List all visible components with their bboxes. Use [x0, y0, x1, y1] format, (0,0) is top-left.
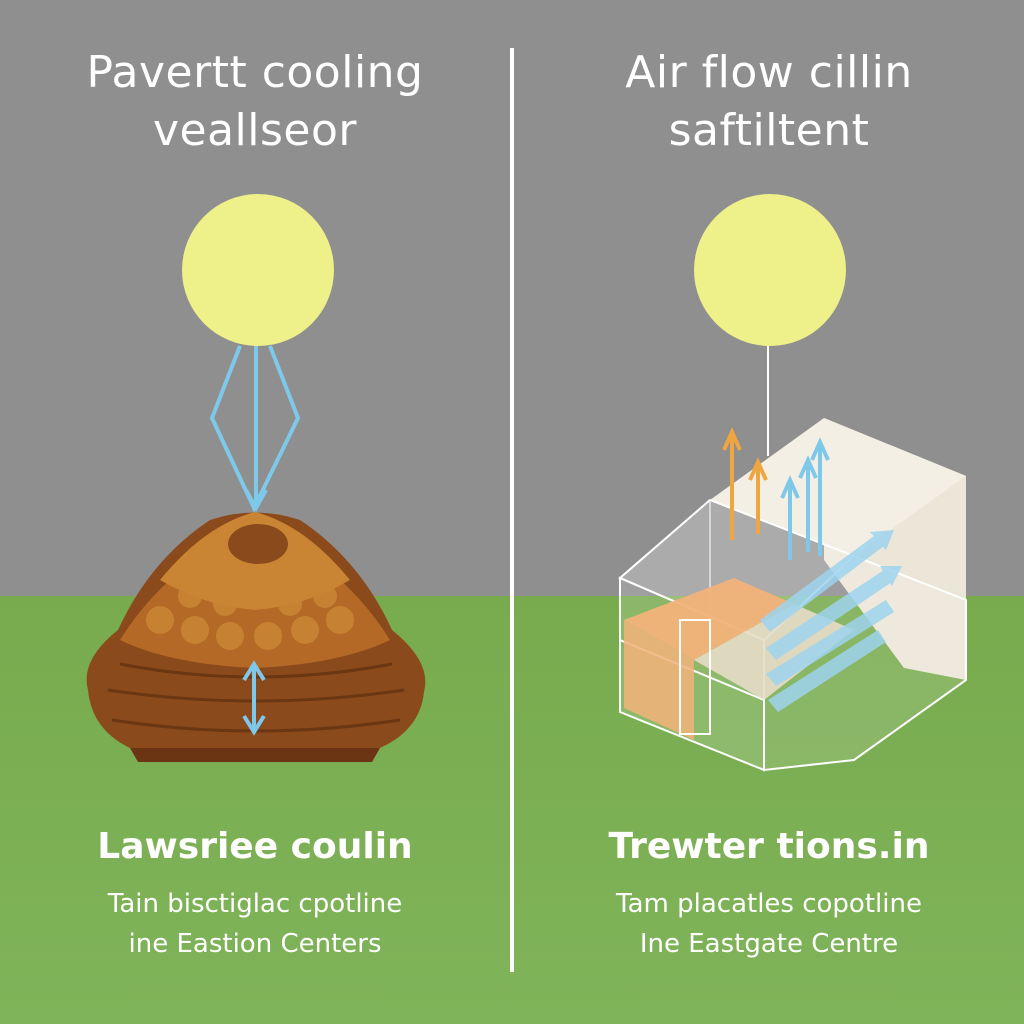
sun-icon: [182, 194, 334, 346]
left-panel: Pavertt cooling veallseor: [0, 0, 510, 1024]
building-box: [618, 418, 967, 772]
cool-air-arrows: [780, 437, 830, 560]
termite-mound-shape: [86, 512, 426, 762]
left-title: Pavertt cooling veallseor: [0, 44, 510, 160]
right-subtitle: Trewter tions.in: [608, 826, 930, 867]
left-title-line1: Pavertt cooling: [86, 47, 424, 98]
right-title-line2: saftiltent: [668, 105, 870, 156]
right-title: Air flow cillin saftiltent: [514, 44, 1024, 160]
left-caption-line2: ine Eastion Centers: [128, 929, 382, 959]
building-airflow-illustration: [618, 194, 967, 772]
right-panel: Air flow cillin saftiltent: [514, 0, 1024, 1024]
right-title-line1: Air flow cillin: [625, 47, 913, 98]
horizontal-airflow-arrows: [760, 530, 902, 712]
sun-ray-arrows: [209, 345, 301, 513]
left-caption: Tain bisctiglac cpotline ine Eastion Cen…: [0, 884, 510, 964]
left-title-line2: veallseor: [152, 105, 358, 156]
left-caption-line1: Tain bisctiglac cpotline: [107, 889, 403, 919]
right-caption-line1: Tam placatles copotline: [616, 889, 922, 919]
panel-divider: [510, 48, 514, 972]
termite-mound-illustration: [86, 194, 426, 762]
left-subtitle: Lawsriee coulin: [97, 826, 413, 867]
sun-icon: [694, 194, 846, 346]
vertical-airflow-arrow: [242, 660, 266, 736]
right-caption-line2: Ine Eastgate Centre: [639, 929, 899, 959]
right-caption: Tam placatles copotline Ine Eastgate Cen…: [514, 884, 1024, 964]
warm-air-arrows: [722, 427, 768, 540]
